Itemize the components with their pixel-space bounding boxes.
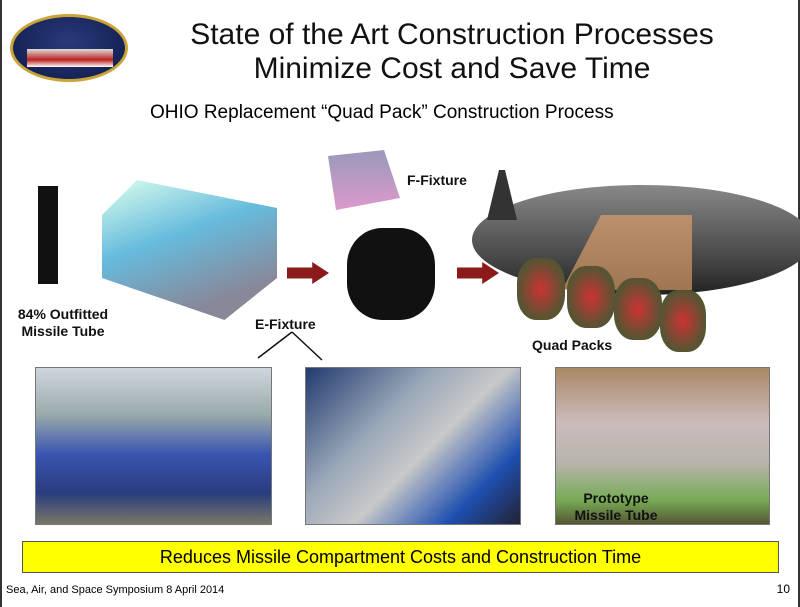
- e-fixture-pointer-lines: [257, 331, 323, 361]
- slide-title-line1: State of the Art Construction Processes: [190, 18, 714, 51]
- prototype-label: Prototype Missile Tube: [574, 490, 658, 523]
- summary-banner: Reduces Missile Compartment Costs and Co…: [22, 541, 779, 573]
- quad-packs-label: Quad Packs: [532, 337, 613, 353]
- quad-pack-1: [517, 258, 565, 320]
- process-arrow-1: [287, 262, 329, 284]
- f-fixture-model: [328, 150, 400, 210]
- page-number: 10: [776, 582, 790, 596]
- quad-pack-3: [614, 278, 662, 340]
- f-fixture-label: F-Fixture: [407, 172, 467, 188]
- missile-tube-label: 84% Outfitted Missile Tube: [17, 306, 109, 339]
- process-arrow-2: [457, 262, 499, 284]
- submarine-fin: [487, 170, 517, 220]
- e-fixture-photo-2: [305, 367, 521, 525]
- e-fixture-label: E-Fixture: [255, 316, 316, 332]
- prototype-missile-tube-photo: [555, 367, 770, 525]
- quad-pack-4: [660, 290, 706, 352]
- missile-tube-graphic: [38, 186, 58, 284]
- process-subtitle: OHIO Replacement “Quad Pack” Constructio…: [150, 102, 614, 123]
- program-logo: [10, 14, 128, 82]
- quad-pack-2: [567, 266, 615, 328]
- slide-title-line2: Minimize Cost and Save Time: [253, 52, 651, 85]
- e-fixture-model: [102, 180, 277, 320]
- quad-pack-assembly-graphic: [347, 228, 435, 320]
- footer-text: Sea, Air, and Space Symposium 8 April 20…: [6, 584, 225, 596]
- e-fixture-photo-1: [35, 367, 272, 525]
